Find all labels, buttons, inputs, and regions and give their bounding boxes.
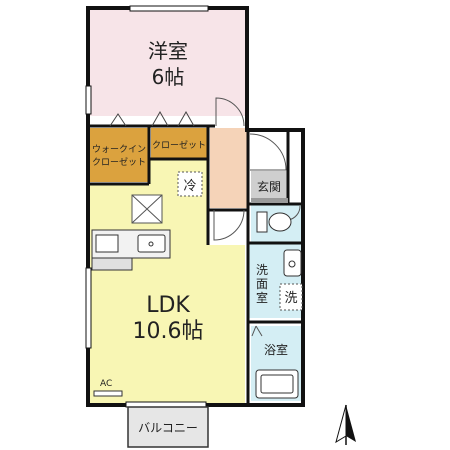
fridge-label: 冷 — [183, 179, 196, 194]
bathroom-label: 浴室 — [264, 342, 288, 357]
window-western-left — [85, 85, 92, 115]
western-room — [90, 10, 245, 116]
washroom-char-2: 面 — [256, 277, 268, 291]
washer-label: 洗 — [284, 291, 297, 306]
sink-drain — [148, 241, 154, 247]
hallway — [210, 128, 248, 208]
ldk-room — [90, 160, 245, 403]
entrance-step — [251, 198, 288, 203]
door-entrance — [249, 133, 287, 171]
washroom-label: 洗 面 室 — [256, 263, 268, 305]
balcony — [127, 406, 209, 448]
ac-label: AC — [100, 379, 112, 389]
balcony-label: バルコニー — [138, 421, 198, 435]
bathtub — [255, 369, 299, 399]
window-ldk-left — [85, 267, 92, 349]
window-western-top — [129, 5, 209, 12]
north-arrow-icon — [335, 404, 356, 445]
ldk-size: 10.6帖 — [133, 319, 204, 344]
walk-in-closet-label-1: ウォークイン — [92, 144, 146, 155]
stove-top — [95, 234, 119, 253]
toilet-fixture — [256, 211, 292, 233]
washroom-char-3: 室 — [256, 290, 268, 305]
counter-base — [91, 257, 133, 271]
entrance — [251, 171, 288, 203]
ldk-name: LDK — [146, 293, 190, 318]
ac-unit — [93, 390, 123, 397]
entrance-label: 玄関 — [257, 179, 281, 194]
door-hall — [213, 209, 245, 241]
fridge-space — [177, 171, 203, 197]
closet — [151, 128, 208, 158]
closet-label: クローゼット — [152, 139, 206, 151]
walk-in-closet-label-2: クローゼット — [92, 156, 146, 168]
walk-in-closet — [90, 128, 149, 182]
door-western — [215, 97, 245, 127]
washroom-char-1: 洗 — [256, 263, 268, 277]
western-room-size: 6帖 — [152, 65, 185, 89]
door-bath — [251, 325, 263, 337]
washer-space — [279, 283, 303, 311]
western-room-name: 洋室 — [148, 39, 188, 63]
